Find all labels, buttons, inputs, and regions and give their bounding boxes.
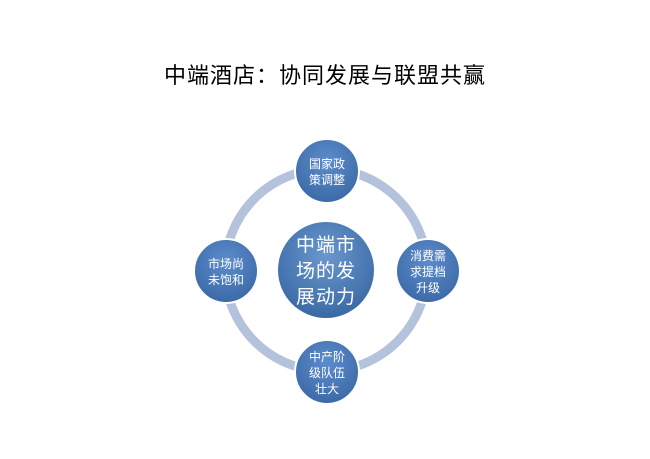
node-label-consumption: 消费需 求提档 升级 bbox=[409, 249, 446, 295]
node-label-policy: 国家政 策调整 bbox=[308, 157, 345, 187]
page-title: 中端酒店：协同发展与联盟共赢 bbox=[163, 64, 486, 89]
node-circle-top bbox=[294, 138, 360, 204]
node-circle-right bbox=[395, 238, 461, 304]
node-circle-left bbox=[193, 238, 259, 304]
node-label-middle-class: 中产阶 级队伍 壮大 bbox=[308, 350, 345, 396]
center-label: 中端市 场的发 展动力 bbox=[295, 234, 356, 308]
center-circle bbox=[278, 222, 374, 318]
node-label-market: 市场尚 未饱和 bbox=[207, 257, 244, 287]
node-circle-bottom bbox=[294, 339, 360, 405]
